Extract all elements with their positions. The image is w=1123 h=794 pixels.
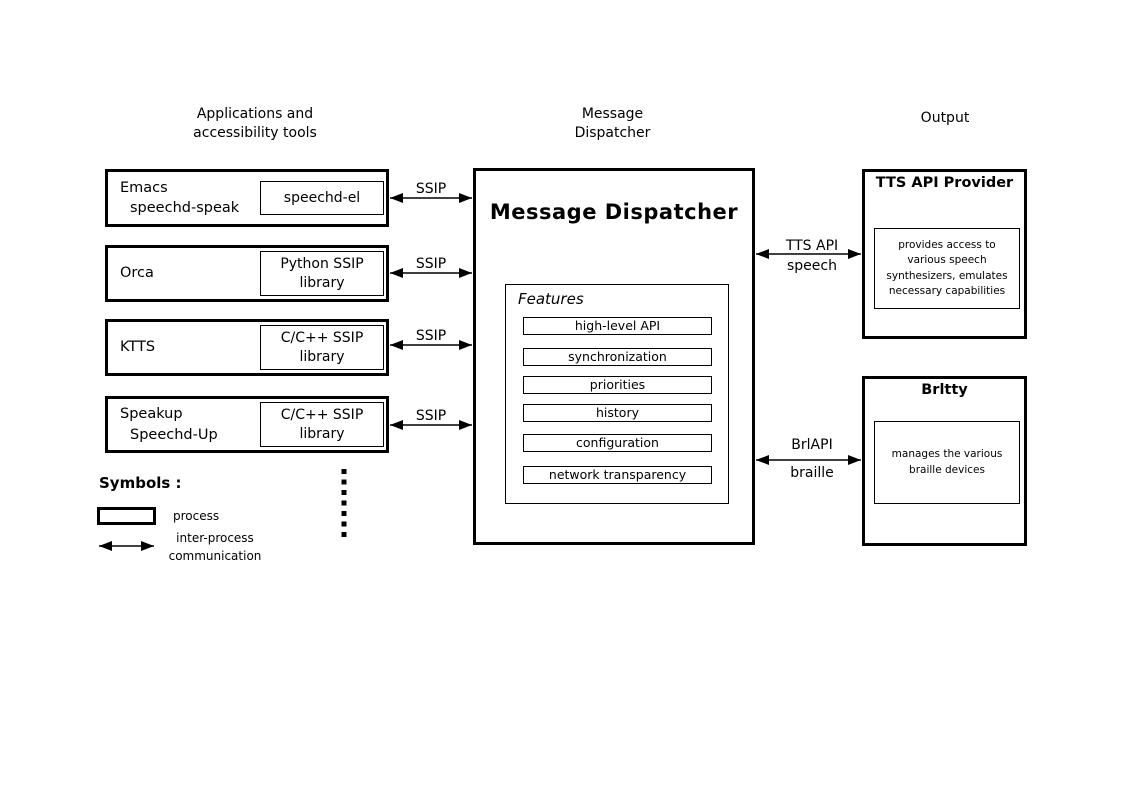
ssip-label-orca: SSIP: [415, 256, 447, 272]
feature-priorities: priorities: [523, 376, 712, 394]
legend-process-label: process: [173, 509, 220, 523]
tts-api-arrow-label: TTS API: [785, 238, 839, 254]
features-box: Features high-level API synchronization …: [505, 284, 729, 504]
feature-network-transparency: network transparency: [523, 466, 712, 484]
message-dispatcher-title: Message Dispatcher: [489, 200, 739, 224]
brltty-box: Brltty manages the various braille devic…: [862, 376, 1027, 546]
ssip-label-ktts: SSIP: [415, 328, 447, 344]
legend-ipc-label: inter-process communication: [168, 531, 262, 563]
ssip-label-emacs: SSIP: [415, 181, 447, 197]
library-box-c-ssip-ktts: C/C++ SSIP library: [260, 324, 384, 371]
braille-arrow-label: braille: [790, 465, 834, 481]
message-dispatcher-box: Message Dispatcher Features high-level A…: [473, 168, 755, 545]
legend-title: Symbols :: [99, 474, 182, 492]
feature-history: history: [523, 404, 712, 422]
column-header-output: Output: [920, 110, 970, 126]
brltty-description: manages the various braille devices: [874, 421, 1020, 504]
library-box-c-ssip-speakup: C/C++ SSIP library: [260, 401, 384, 448]
brltty-title: Brltty: [921, 382, 968, 398]
library-box-python-ssip: Python SSIP library: [260, 250, 384, 297]
tts-api-provider-title: TTS API Provider: [875, 175, 1014, 191]
legend-process-symbol: [97, 507, 156, 525]
app-box-emacs: Emacs speechd-speak speechd-el: [105, 169, 389, 227]
app-box-orca: Orca Python SSIP library: [105, 245, 389, 302]
app-box-speakup: Speakup Speechd-Up C/C++ SSIP library: [105, 396, 389, 453]
column-header-dispatcher: Message Dispatcher: [574, 106, 651, 141]
library-box-speechd-el: speechd-el: [260, 181, 384, 215]
column-header-applications: Applications and accessibility tools: [193, 106, 317, 141]
app-name-speakup: Speakup Speechd-Up: [120, 406, 218, 443]
ssip-label-speakup: SSIP: [415, 408, 447, 424]
app-box-ktts: KTTS C/C++ SSIP library: [105, 319, 389, 376]
app-name-orca: Orca: [120, 265, 154, 282]
feature-synchronization: synchronization: [523, 348, 712, 366]
app-name-ktts: KTTS: [120, 339, 156, 356]
brlapi-arrow-label: BrlAPI: [791, 437, 833, 453]
features-label: Features: [518, 290, 584, 308]
app-name-emacs: Emacs speechd-speak: [120, 179, 240, 216]
speech-arrow-label: speech: [787, 258, 837, 274]
feature-high-level-api: high-level API: [523, 317, 712, 335]
tts-api-provider-description: provides access to various speech synthe…: [874, 228, 1020, 309]
feature-configuration: configuration: [523, 434, 712, 452]
tts-api-provider-box: TTS API Provider provides access to vari…: [862, 169, 1027, 339]
